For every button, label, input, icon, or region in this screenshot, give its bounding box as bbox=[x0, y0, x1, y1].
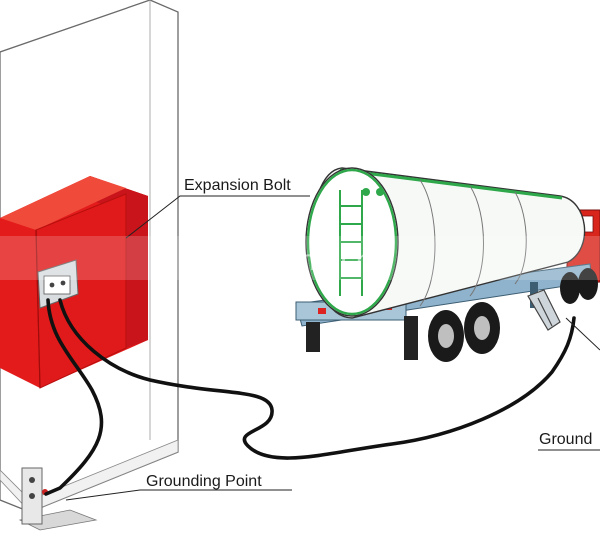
ground-clamp-label: Ground bbox=[539, 431, 592, 448]
clamp-box-icon bbox=[37, 259, 79, 309]
ground-clamp-icon bbox=[527, 289, 561, 331]
grounding-point-label: Grounding Point bbox=[146, 473, 262, 490]
wheel-icon bbox=[428, 268, 598, 362]
tanker-truck bbox=[295, 167, 600, 362]
ground-cable bbox=[44, 298, 576, 496]
watermark: trade.china.cn bbox=[0, 236, 600, 280]
grounding-post-icon bbox=[18, 467, 98, 531]
watermark-text: trade.china.cn bbox=[184, 244, 372, 277]
expansion-bolt-label: Expansion Bolt bbox=[184, 177, 291, 194]
leader-lines bbox=[65, 195, 600, 501]
